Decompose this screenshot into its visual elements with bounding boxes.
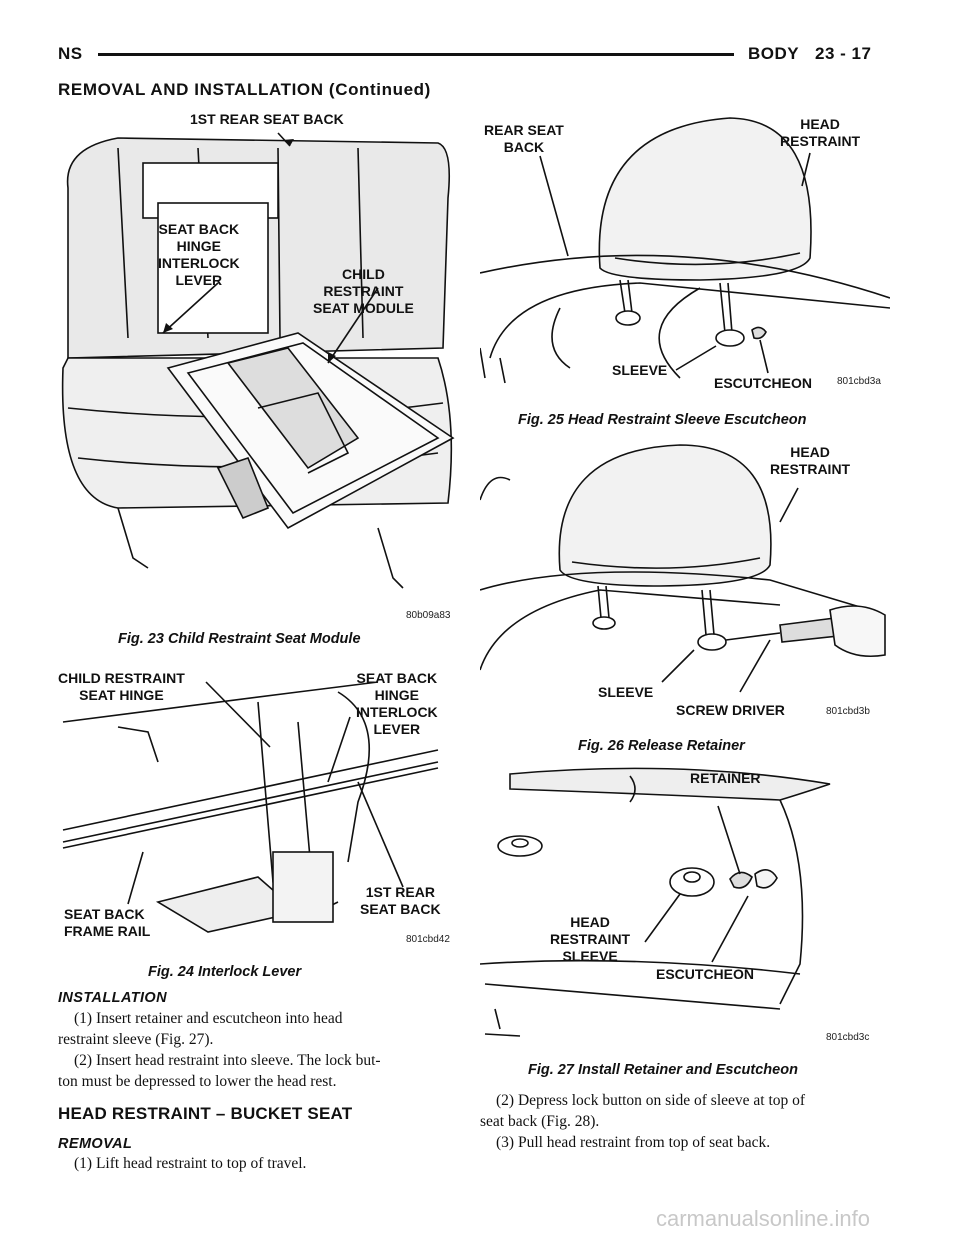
figure-23: 1ST REAR SEAT BACK SEAT BACK HINGE INTER…: [58, 108, 458, 628]
fig25-label-rear-seat-back: REAR SEAT BACK: [484, 122, 564, 155]
header-section-code: NS: [58, 44, 83, 63]
installation-step1-line2: restraint sleeve (Fig. 27).: [58, 1031, 214, 1048]
fig26-label-head-restraint: HEAD RESTRAINT: [770, 444, 851, 477]
fig24-label-seat-back-frame-rail: SEAT BACK FRAME RAIL: [64, 906, 151, 939]
figure-27: RETAINER HEAD RESTRAINT SLEEVE ESCUTCHEO…: [480, 764, 890, 1046]
header-rule: [98, 53, 734, 56]
installation-heading: INSTALLATION: [58, 990, 167, 1006]
removal-step2-line1: (2) Depress lock button on side of sleev…: [496, 1092, 806, 1109]
installation-step2-line1: (2) Insert head restraint into sleeve. T…: [74, 1052, 381, 1069]
fig26-caption: Fig. 26 Release Retainer: [578, 738, 745, 754]
fig24-caption: Fig. 24 Interlock Lever: [148, 964, 302, 980]
fig24-label-child-restraint-seat-hinge: CHILD RESTRAINT SEAT HINGE: [58, 670, 185, 703]
fig27-illustration: [480, 767, 831, 1037]
figure-25: REAR SEAT BACK HEAD RESTRAINT SLEEVE ESC…: [480, 108, 890, 390]
fig27-code: 801cbd3c: [826, 1032, 870, 1043]
fig25-illustration: [480, 117, 890, 384]
fig26-illustration: [480, 444, 886, 693]
fig25-label-sleeve: SLEEVE: [612, 362, 668, 378]
fig23-label-hinge-interlock-lever: SEAT BACK HINGE INTERLOCK LEVER: [158, 221, 240, 288]
fig27-label-escutcheon: ESCUTCHEON: [656, 966, 755, 982]
header-page-number: 23 - 17: [815, 44, 872, 63]
installation-step2-line2: ton must be depressed to lower the head …: [58, 1073, 337, 1090]
removal-step1: (1) Lift head restraint to top of travel…: [74, 1155, 307, 1172]
fig25-label-head-restraint: HEAD RESTRAINT: [780, 116, 861, 149]
fig24-code: 801cbd42: [406, 934, 450, 945]
fig27-label-retainer: RETAINER: [690, 770, 761, 786]
fig24-illustration: [62, 681, 439, 933]
figure-26: HEAD RESTRAINT SLEEVE SCREW DRIVER 801cb…: [480, 440, 890, 718]
fig26-label-screw-driver: SCREW DRIVER: [676, 702, 785, 718]
removal-step3: (3) Pull head restraint from top of seat…: [496, 1134, 771, 1151]
fig23-code: 80b09a83: [406, 610, 451, 621]
fig23-caption: Fig. 23 Child Restraint Seat Module: [118, 631, 361, 647]
fig27-caption: Fig. 27 Install Retainer and Escutcheon: [528, 1062, 798, 1078]
fig26-code: 801cbd3b: [826, 706, 870, 717]
head-restraint-bucket-seat-heading: HEAD RESTRAINT – BUCKET SEAT: [58, 1104, 353, 1123]
fig25-caption: Fig. 25 Head Restraint Sleeve Escutcheon: [518, 412, 807, 428]
fig27-label-head-restraint-sleeve: HEAD RESTRAINT SLEEVE: [550, 914, 631, 964]
continued-heading: REMOVAL AND INSTALLATION (Continued): [58, 80, 431, 99]
fig23-illustration: [61, 132, 455, 589]
figure-24: CHILD RESTRAINT SEAT HINGE SEAT BACK HIN…: [58, 662, 458, 958]
removal-heading: REMOVAL: [58, 1136, 133, 1152]
fig24-label-hinge-interlock-lever: SEAT BACK HINGE INTERLOCK LEVER: [356, 670, 438, 737]
fig23-label-first-rear-seat-back: 1ST REAR SEAT BACK: [190, 111, 344, 127]
site-watermark: carmanualsonline.info: [656, 1206, 871, 1231]
fig23-label-child-restraint-module: CHILD RESTRAINT SEAT MODULE: [313, 266, 414, 316]
fig26-label-sleeve: SLEEVE: [598, 684, 654, 700]
fig25-code: 801cbd3a: [837, 376, 881, 387]
fig24-label-first-rear-seat-back: 1ST REAR SEAT BACK: [360, 884, 441, 917]
header-chapter-title: BODY: [748, 44, 800, 63]
fig25-label-escutcheon: ESCUTCHEON: [714, 375, 813, 390]
installation-step1-line1: (1) Insert retainer and escutcheon into …: [74, 1010, 343, 1027]
removal-step2-line2: seat back (Fig. 28).: [480, 1113, 600, 1130]
